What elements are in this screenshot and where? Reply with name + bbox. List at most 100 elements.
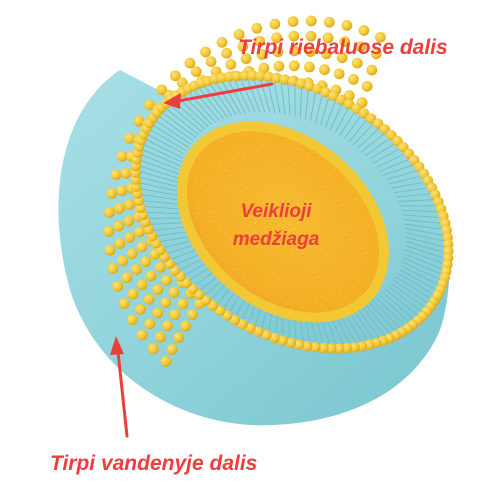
active-substance-line1: Veiklioji [240, 201, 312, 222]
lipid-tail [141, 154, 180, 171]
lipid-tail [369, 143, 395, 160]
lipid-head [312, 83, 323, 95]
lipid-head [326, 343, 337, 354]
lipid-head [145, 270, 157, 282]
lipid-head [229, 314, 241, 326]
lipid-tail [397, 199, 434, 202]
lipid-head [310, 342, 321, 353]
lipid-head [104, 207, 115, 218]
lipid-tail [228, 80, 246, 114]
lipid-head [318, 342, 329, 354]
lipid-head [166, 343, 178, 355]
lipid-head [190, 66, 202, 77]
lipid-tail [387, 285, 422, 312]
lipid-head [285, 337, 297, 348]
lipid-head [118, 298, 130, 309]
lipid-head [233, 29, 245, 40]
lipid-tail [139, 176, 179, 188]
lipid-head [231, 70, 243, 82]
lipid-tail [368, 301, 396, 332]
lipid-head [130, 264, 142, 275]
lipid-head [334, 343, 345, 354]
lipid-tail [159, 235, 193, 243]
lipid-tail [399, 269, 437, 290]
lipid-head [123, 215, 135, 227]
lipid-tail [405, 245, 445, 259]
lipid-tail [198, 87, 224, 120]
lipid-head [366, 64, 378, 76]
lipid-head [173, 332, 185, 343]
lipid-head [304, 80, 315, 92]
lipid-tail [150, 129, 187, 152]
lipid-head [256, 49, 268, 60]
lipid-head [127, 288, 139, 300]
lipid-head [247, 70, 258, 81]
lipid-head [239, 70, 250, 81]
lipid-head [184, 57, 196, 69]
lipid-tail [310, 92, 316, 122]
lipid-head [221, 47, 232, 59]
lipid-tail [372, 148, 400, 164]
lipid-tail [385, 170, 418, 181]
lipid-head [328, 90, 339, 102]
lipid-tail [324, 101, 336, 128]
lipid-head [293, 339, 305, 350]
lipid-head [320, 87, 331, 98]
lipid-head [136, 329, 148, 341]
lipid-tail [365, 138, 390, 156]
lipid-tail [329, 104, 343, 131]
lipid-tail [395, 193, 431, 198]
lipid-tail [158, 116, 194, 142]
lipid-tail [339, 111, 355, 136]
lipid-tail [352, 124, 373, 146]
lipid-tail [395, 276, 432, 300]
lipid-tail [140, 159, 180, 175]
lipid-tail [343, 115, 362, 139]
lipid-tail [150, 222, 187, 225]
lipid-head [113, 220, 125, 232]
lipid-head [288, 60, 300, 72]
active-substance-line2: medžiaga [232, 229, 320, 250]
lipid-head [216, 36, 228, 48]
lipid-tail [142, 149, 181, 167]
lipid-head [187, 309, 198, 320]
lipid-head [432, 290, 443, 301]
lipid-tail [142, 200, 181, 206]
lipid-tail [405, 236, 445, 248]
lipid-head [336, 52, 348, 64]
lipid-head [169, 309, 181, 321]
lipid-tail [403, 257, 442, 275]
lipid-head [126, 248, 138, 260]
lipid-head [269, 332, 280, 344]
lipid-tail [139, 170, 179, 183]
lipid-head [355, 41, 367, 53]
lipid-head [296, 78, 307, 89]
lipid-head [253, 326, 264, 337]
lipid-head [124, 232, 136, 243]
lipid-head [322, 32, 334, 44]
lipid-head [154, 331, 166, 343]
arrow-icon [163, 82, 274, 109]
lipid-tail [403, 218, 442, 224]
lipid-tail [144, 205, 182, 210]
lipid-head [321, 48, 332, 60]
lipid-head [319, 64, 330, 76]
lipid-head [305, 30, 317, 42]
lipid-tail [361, 133, 385, 153]
active-substance-label: Veiklioji medžiaga [212, 198, 340, 254]
lipid-head [287, 76, 299, 87]
lipid-head [237, 40, 249, 52]
lipid-tail [247, 79, 261, 113]
lipid-tail [404, 249, 444, 265]
lipid-tail [155, 120, 192, 145]
lipid-head [116, 150, 128, 162]
lipid-tail [348, 119, 368, 143]
lipid-tail [139, 182, 179, 192]
lipid-head [160, 356, 172, 367]
lipid-head [358, 25, 370, 36]
lipid-head [144, 99, 156, 111]
lipid-tail [404, 253, 443, 270]
lipid-head [323, 16, 335, 28]
